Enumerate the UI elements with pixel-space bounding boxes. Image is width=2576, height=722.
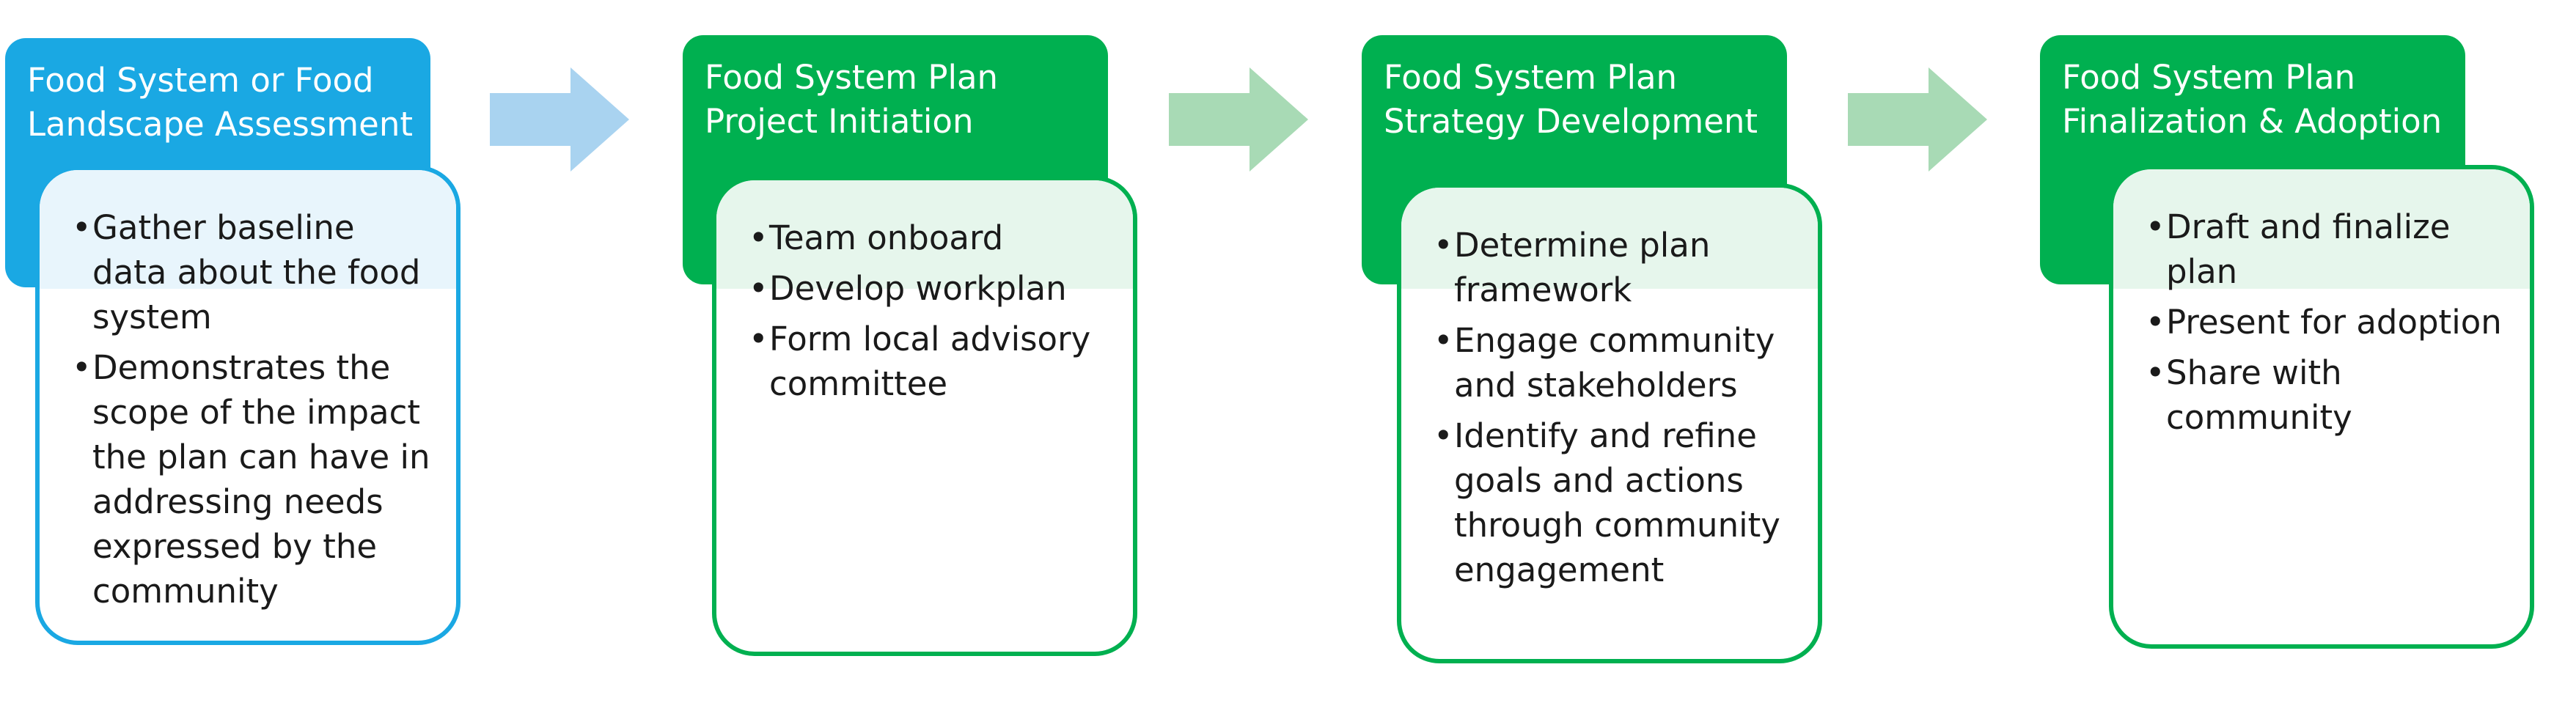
stage-1-card: Gather baseline data about the food syst… (35, 166, 460, 645)
arrow-right-icon (1169, 67, 1308, 172)
stage-1-title-line-2: Landscape Assessment (27, 105, 413, 144)
arrow-right-icon (1848, 67, 1987, 172)
stage-4-title-line-1: Food System Plan (2062, 58, 2356, 97)
stage-3-title-line-2: Strategy Development (1384, 102, 1758, 141)
stage-2-title-line-1: Food System Plan (705, 58, 999, 97)
stage-2-bullet-1: Team onboard (749, 216, 1115, 260)
stage-2-bullet-2: Develop workplan (749, 266, 1115, 311)
stage-4-title-line-2: Finalization & Adoption (2062, 102, 2443, 141)
stage-1-bullet-list: Gather baseline data about the food syst… (72, 205, 438, 614)
stage-3-bullet-list: Determine plan framework Engage communit… (1434, 223, 1800, 592)
stage-2-bullet-3: Form local advisory committee (749, 317, 1115, 406)
stage-1-bullet-2: Demonstrates the scope of the impact the… (72, 345, 438, 614)
stage-3-bullet-3: Identify and refine goals and actions th… (1434, 413, 1800, 592)
stage-2-title-line-2: Project Initiation (705, 102, 974, 141)
stage-3-card: Determine plan framework Engage communit… (1397, 183, 1822, 663)
stage-2-bullet-list: Team onboard Develop workplan Form local… (749, 216, 1115, 406)
stage-4-card: Draft and finalize plan Present for adop… (2109, 165, 2534, 649)
stage-3-title-line-1: Food System Plan (1384, 58, 1678, 97)
stage-4-bullet-list: Draft and finalize plan Present for adop… (2146, 205, 2512, 440)
stage-3-bullet-2: Engage community and stakeholders (1434, 318, 1800, 408)
stage-2-card: Team onboard Develop workplan Form local… (712, 176, 1137, 656)
arrow-right-icon (490, 67, 629, 172)
stage-3-bullet-1: Determine plan framework (1434, 223, 1800, 312)
stage-1-bullet-1: Gather baseline data about the food syst… (72, 205, 438, 339)
stage-4-bullet-2: Present for adoption (2146, 300, 2512, 345)
stage-4-bullet-1: Draft and finalize plan (2146, 205, 2512, 294)
stage-4-bullet-3: Share with community (2146, 350, 2512, 440)
stage-1-title-line-1: Food System or Food (27, 61, 374, 100)
